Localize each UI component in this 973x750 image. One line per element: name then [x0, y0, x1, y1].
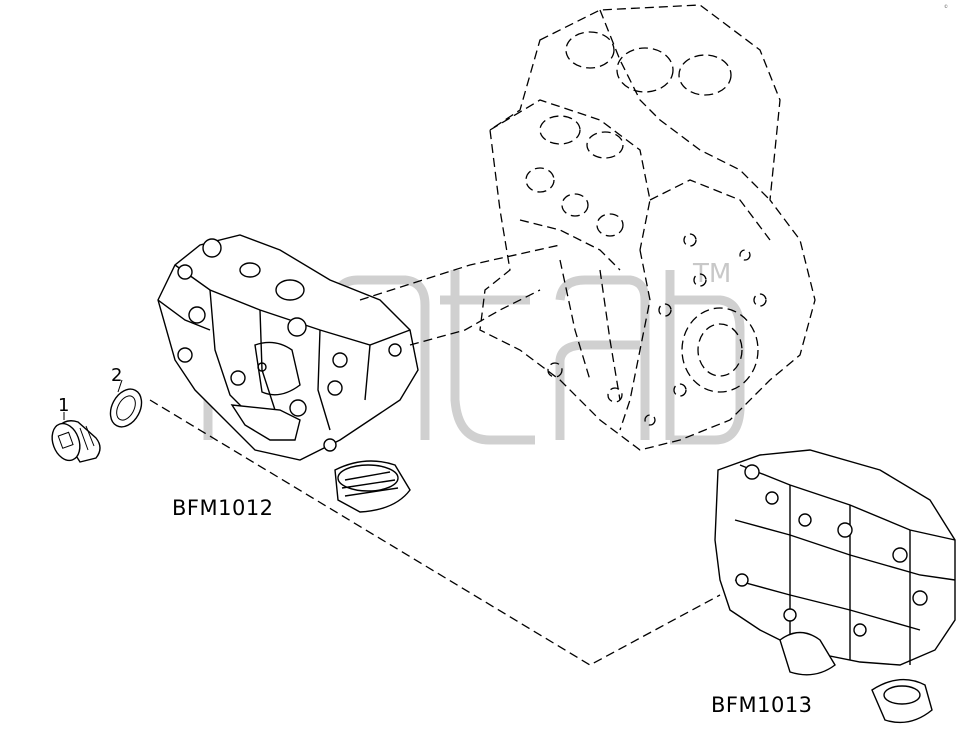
part-2-sealing-ring — [109, 379, 143, 428]
oil-pump-housing — [157, 234, 419, 513]
assembly-label-bfm1012: BFM1012 — [172, 496, 274, 520]
engine-block-outline — [479, 4, 816, 451]
part-1-drain-plug — [51, 412, 101, 463]
oil-pan-assembly — [714, 449, 956, 724]
assembly-label-bfm1013: BFM1013 — [711, 693, 813, 717]
corner-note: © — [944, 4, 948, 9]
watermark-tm: TM — [692, 259, 731, 289]
callout-2: 2 — [111, 365, 122, 386]
callout-1: 1 — [58, 395, 69, 416]
assembly-leader-lines — [149, 244, 721, 666]
